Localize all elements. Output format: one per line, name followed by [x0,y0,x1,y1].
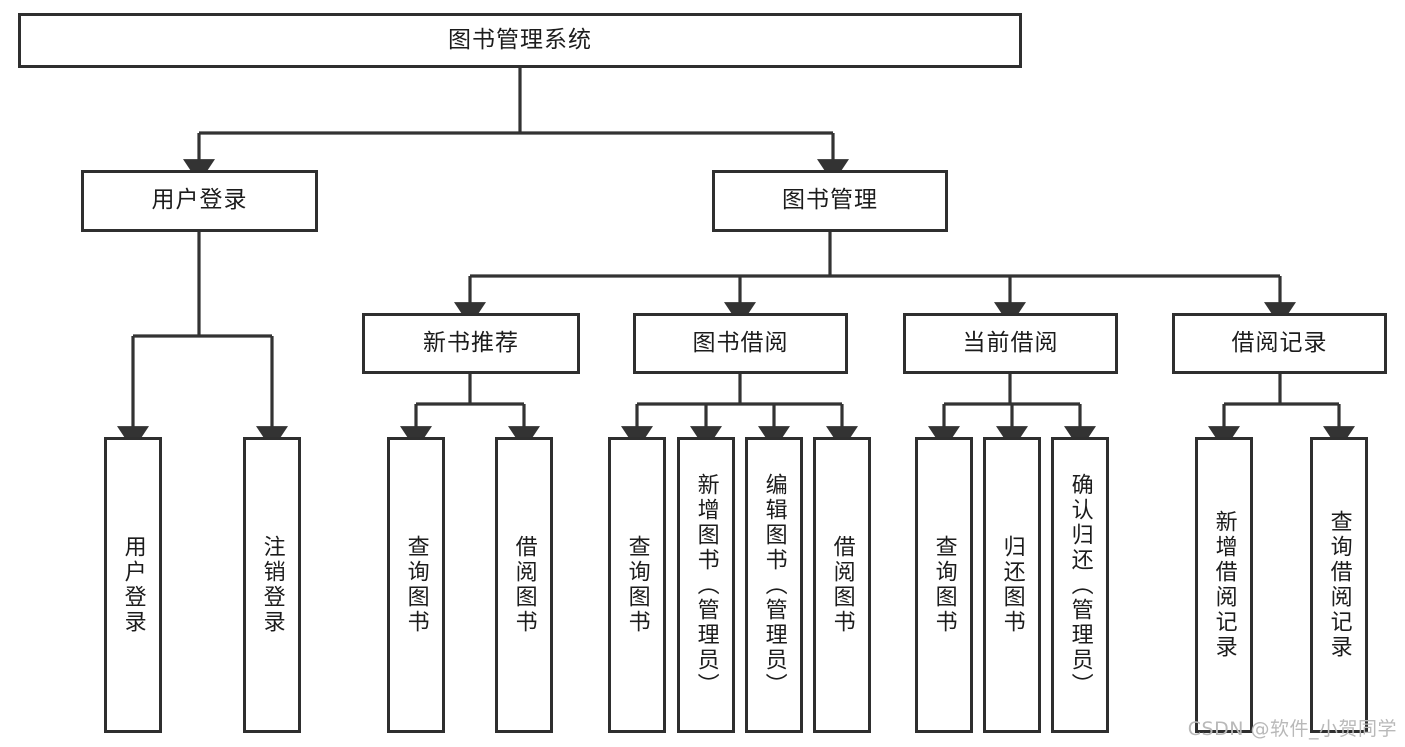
node-new-book-rec[interactable]: 新书推荐 [362,313,580,374]
node-new-book-rec-label: 新书推荐 [423,329,519,356]
node-leaf-query-book-1[interactable]: 查询图书 [387,437,445,733]
node-leaf-query-book-1-label: 查询图书 [403,535,429,635]
node-book-borrow[interactable]: 图书借阅 [633,313,848,374]
node-leaf-borrow-book-1[interactable]: 借阅图书 [495,437,553,733]
node-leaf-add-record[interactable]: 新增借阅记录 [1195,437,1253,733]
node-leaf-user-login-label: 用户登录 [120,535,146,635]
node-borrow-record-label: 借阅记录 [1231,329,1328,356]
node-leaf-query-book-3-label: 查询图书 [931,535,957,635]
node-borrow-record[interactable]: 借阅记录 [1172,313,1387,374]
node-root-label: 图书管理系统 [448,26,592,53]
node-leaf-confirm-return[interactable]: 确认归还（管理员） [1051,437,1109,733]
node-book-manage-label: 图书管理 [782,187,878,214]
node-leaf-query-book-2[interactable]: 查询图书 [608,437,666,733]
node-leaf-confirm-return-label: 确认归还（管理员） [1067,472,1093,698]
node-leaf-add-book-label: 新增图书（管理员） [693,472,719,698]
node-leaf-borrow-book-1-label: 借阅图书 [511,535,537,635]
node-user-login-label: 用户登录 [151,187,248,214]
node-leaf-user-login[interactable]: 用户登录 [104,437,162,733]
node-leaf-return-book[interactable]: 归还图书 [983,437,1041,733]
node-leaf-query-book-2-label: 查询图书 [624,535,650,635]
node-current-borrow[interactable]: 当前借阅 [903,313,1118,374]
node-current-borrow-label: 当前借阅 [962,329,1059,356]
node-root[interactable]: 图书管理系统 [18,13,1022,68]
node-leaf-borrow-book-2-label: 借阅图书 [829,535,855,635]
node-leaf-logout-label: 注销登录 [259,535,285,635]
node-user-login[interactable]: 用户登录 [81,170,318,232]
csdn-watermark: CSDN @软件_小贺同学 [1187,718,1397,740]
node-leaf-add-book[interactable]: 新增图书（管理员） [677,437,735,733]
node-leaf-return-book-label: 归还图书 [999,535,1025,635]
node-book-manage[interactable]: 图书管理 [712,170,948,232]
node-leaf-query-record-label: 查询借阅记录 [1326,510,1352,660]
node-leaf-edit-book-label: 编辑图书（管理员） [761,472,787,698]
node-leaf-logout[interactable]: 注销登录 [243,437,301,733]
node-leaf-edit-book[interactable]: 编辑图书（管理员） [745,437,803,733]
node-leaf-borrow-book-2[interactable]: 借阅图书 [813,437,871,733]
node-leaf-query-record[interactable]: 查询借阅记录 [1310,437,1368,733]
node-leaf-query-book-3[interactable]: 查询图书 [915,437,973,733]
node-book-borrow-label: 图书借阅 [692,329,789,356]
node-leaf-add-record-label: 新增借阅记录 [1211,510,1237,660]
